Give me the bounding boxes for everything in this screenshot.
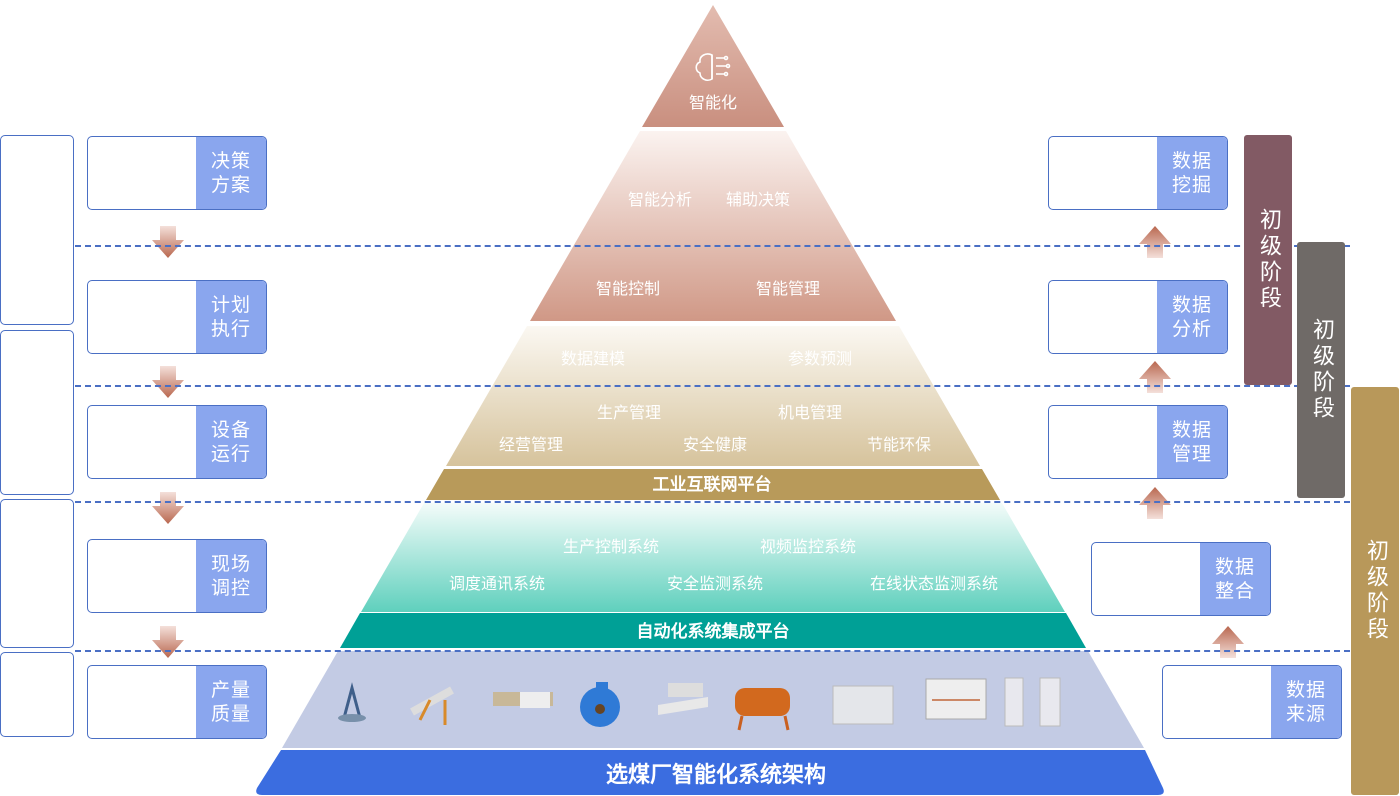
left-box: 产量质量 [87,665,267,739]
level-item: 参数预测 [788,349,852,368]
pyramid-level2 [530,131,896,321]
antenna-tower-icon [338,682,366,722]
left-group-box [0,135,74,325]
band-base [256,750,1164,795]
band-automation [340,613,1086,648]
pyramid-level5 [282,651,1144,748]
divider-line [75,245,1350,247]
right-box: 数据挖掘 [1048,136,1228,210]
right-box: 数据整合 [1091,542,1271,616]
divider-line [75,650,1350,652]
filter-press-icon [493,692,553,708]
electrical-cabinet-icon [1004,677,1061,727]
level-item: 安全健康 [683,435,747,454]
level-item: 生产管理 [597,403,661,422]
level-item: 数据建模 [561,349,625,368]
right-label: 数据管理 [1157,406,1227,478]
down-arrow-icon [152,226,184,658]
left-label: 产量质量 [196,666,266,738]
level-item: 经营管理 [499,435,563,454]
pyramid-top [642,5,784,127]
right-label: 数据分析 [1157,281,1227,353]
level-item: 智能管理 [756,279,820,298]
left-label: 计划执行 [196,281,266,353]
left-group-box [0,330,74,495]
level-item: 辅助决策 [726,190,790,209]
right-label: 数据整合 [1200,543,1270,615]
right-box: 数据分析 [1048,280,1228,354]
level-item: 智能分析 [628,190,692,209]
pyramid-level4 [361,503,1065,612]
left-label: 现场调控 [196,540,266,612]
switchgear-icon [925,678,987,720]
level-item: 生产控制系统 [563,537,659,556]
band-industrial-internet [426,469,1000,500]
stage-bar: 初级阶段 [1244,135,1292,385]
right-box: 数据管理 [1048,405,1228,479]
pyramid-level3 [446,326,980,466]
conveyor-icon [410,686,454,725]
left-group-box [0,652,74,737]
level-item: 视频监控系统 [760,537,856,556]
band2-label: 自动化系统集成平台 [637,621,790,642]
right-label: 数据挖掘 [1157,137,1227,209]
left-box: 设备运行 [87,405,267,479]
stage-bar: 初级阶段 [1351,387,1399,795]
level-item: 调度通讯系统 [449,574,545,593]
left-label: 设备运行 [196,406,266,478]
left-group-box [0,499,74,648]
right-label: 数据来源 [1271,666,1341,738]
left-box: 决策方案 [87,136,267,210]
level-item: 安全监测系统 [667,574,763,593]
left-label: 决策方案 [196,137,266,209]
top-label: 智能化 [689,93,737,112]
magnetic-separator-icon [735,688,790,731]
screen-icon [658,683,708,715]
stage-bar: 初级阶段 [1297,242,1345,498]
divider-line [75,385,1350,387]
level-item: 节能环保 [867,435,931,454]
divider-line [75,501,1350,503]
base-label: 选煤厂智能化系统架构 [606,762,826,788]
brain-icon [695,53,731,81]
left-box: 计划执行 [87,280,267,354]
slurry-pump-icon [580,682,620,727]
level-item: 智能控制 [596,279,660,298]
level-item: 机电管理 [778,403,842,422]
left-box: 现场调控 [87,539,267,613]
band1-label: 工业互联网平台 [653,474,772,495]
level-item: 在线状态监测系统 [870,574,998,593]
control-cabinet-icon [832,685,894,725]
right-box: 数据来源 [1162,665,1342,739]
